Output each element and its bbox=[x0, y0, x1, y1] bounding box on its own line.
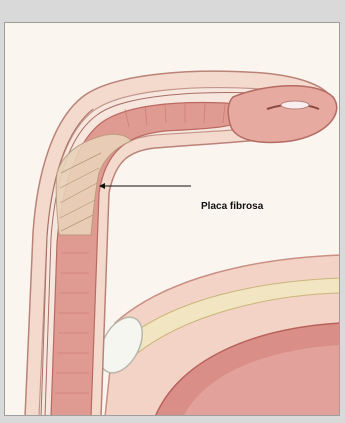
plaque-label: Placa fibrosa bbox=[201, 201, 263, 212]
illustration-frame: Placa fibrosa bbox=[4, 22, 340, 416]
glans-highlight bbox=[281, 101, 309, 109]
anatomical-illustration bbox=[5, 23, 340, 416]
